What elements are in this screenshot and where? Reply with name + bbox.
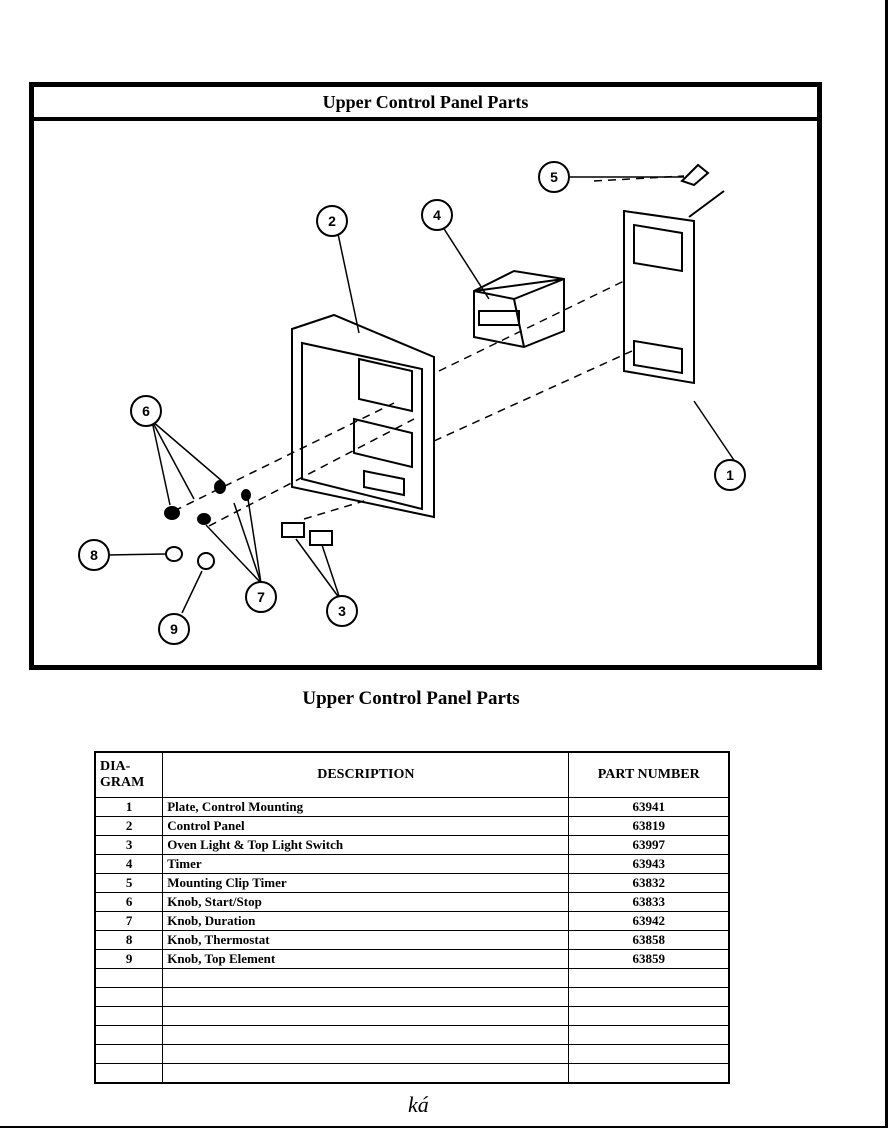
mounting-plate-drawing <box>623 190 725 385</box>
callout-4 <box>421 199 453 231</box>
part-number-cell: 63859 <box>568 949 730 969</box>
callout-label-4: 4 <box>433 207 441 223</box>
empty-cell <box>162 1006 570 1026</box>
knobs-drawing <box>164 163 710 570</box>
part-number-cell: 63942 <box>568 911 730 931</box>
exploded-parts-diagram: 1 2 3 4 5 6 7 8 9 <box>78 161 746 645</box>
callout-label-8: 8 <box>90 547 98 563</box>
control-panel-drawing <box>291 313 435 519</box>
empty-table-row <box>94 987 730 1007</box>
empty-table-row <box>94 1063 730 1084</box>
empty-cell <box>162 987 570 1007</box>
empty-cell <box>568 1044 730 1064</box>
empty-cell <box>94 987 164 1007</box>
diagram-cell: 4 <box>94 854 164 874</box>
description-cell: Knob, Duration <box>162 911 570 931</box>
empty-cell <box>94 1063 164 1084</box>
parts-caption: Upper Control Panel Parts <box>302 688 520 709</box>
empty-cell <box>568 987 730 1007</box>
description-cell: Plate, Control Mounting <box>162 797 570 817</box>
diagram-frame: Upper Control Panel Parts <box>29 82 822 670</box>
empty-cell <box>162 1063 570 1084</box>
header-diagram: DIA- GRAM <box>94 751 164 798</box>
empty-table-row <box>94 1006 730 1026</box>
header-description: DESCRIPTION <box>162 751 570 798</box>
diagram-cell: 9 <box>94 949 164 969</box>
empty-table-row <box>94 968 730 988</box>
empty-cell <box>94 1025 164 1045</box>
description-cell: Mounting Clip Timer <box>162 873 570 893</box>
empty-cell <box>162 968 570 988</box>
part-number-cell: 63858 <box>568 930 730 950</box>
empty-cell <box>162 1044 570 1064</box>
part-number-cell: 63833 <box>568 892 730 912</box>
callout-label-5: 5 <box>550 169 558 185</box>
part-number-cell: 63997 <box>568 835 730 855</box>
callout-7 <box>245 581 277 613</box>
diagram-cell: 8 <box>94 930 164 950</box>
part-number-cell: 63943 <box>568 854 730 874</box>
description-cell: Knob, Top Element <box>162 949 570 969</box>
callout-5 <box>538 161 570 193</box>
empty-cell <box>94 1006 164 1026</box>
callouts <box>78 161 746 645</box>
empty-table-row <box>94 1025 730 1045</box>
empty-cell <box>568 968 730 988</box>
empty-cell <box>568 1006 730 1026</box>
table-header-row: DIA- GRAM DESCRIPTION PART NUMBER <box>94 751 730 798</box>
diagram-cell: 7 <box>94 911 164 931</box>
part-number-cell: 63832 <box>568 873 730 893</box>
empty-cell <box>568 1025 730 1045</box>
callout-3 <box>326 595 358 627</box>
callout-label-7: 7 <box>257 589 265 605</box>
handwritten-mark: ká <box>408 1092 429 1117</box>
timer-drawing <box>473 269 565 349</box>
description-cell: Knob, Thermostat <box>162 930 570 950</box>
callout-6 <box>130 395 162 427</box>
callout-9 <box>158 613 190 645</box>
empty-table-row <box>94 1044 730 1064</box>
callout-label-6: 6 <box>142 403 150 419</box>
callout-8 <box>78 539 110 571</box>
description-cell: Control Panel <box>162 816 570 836</box>
callout-label-1: 1 <box>726 467 734 483</box>
empty-cell <box>162 1025 570 1045</box>
diagram-cell: 2 <box>94 816 164 836</box>
callout-label-2: 2 <box>328 213 336 229</box>
header-part-number: PART NUMBER <box>568 751 730 798</box>
empty-cell <box>94 1044 164 1064</box>
empty-cell <box>568 1063 730 1084</box>
callout-label-3: 3 <box>338 603 346 619</box>
callout-2 <box>316 205 348 237</box>
diagram-cell: 6 <box>94 892 164 912</box>
part-number-cell: 63819 <box>568 816 730 836</box>
diagram-title: Upper Control Panel Parts <box>34 87 817 121</box>
description-cell: Knob, Start/Stop <box>162 892 570 912</box>
diagram-cell: 1 <box>94 797 164 817</box>
switches-drawing <box>281 522 333 546</box>
part-number-cell: 63941 <box>568 797 730 817</box>
callout-1 <box>714 459 746 491</box>
empty-cell <box>94 968 164 988</box>
description-cell: Oven Light & Top Light Switch <box>162 835 570 855</box>
callout-label-9: 9 <box>170 621 178 637</box>
diagram-cell: 3 <box>94 835 164 855</box>
description-cell: Timer <box>162 854 570 874</box>
diagram-cell: 5 <box>94 873 164 893</box>
